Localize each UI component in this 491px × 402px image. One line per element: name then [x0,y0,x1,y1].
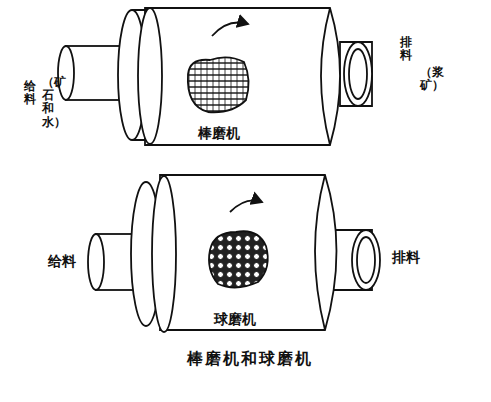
ball-charge [209,231,268,287]
pipe-end [352,230,380,290]
mill-name: 球磨机 [212,312,258,327]
discharge-note: （浆矿） [420,66,432,92]
mill-name: 棒磨机 [196,126,242,141]
rod-charge [188,57,249,112]
discharge-label: 排料 [400,36,412,62]
mill-drum [160,175,337,330]
rotation-arrow [230,200,262,212]
discharge-pipe [340,42,372,106]
feed-label: 给料 [24,80,36,106]
caption: 棒磨机和球磨机 [187,350,313,368]
discharge-label: 排料 [392,250,420,265]
mill-drum [145,8,340,145]
rotation-arrow [212,23,248,37]
pipe-end [344,42,372,106]
feed-label: 给料 [48,254,76,269]
feed-note: （矿石和水） [42,76,54,129]
